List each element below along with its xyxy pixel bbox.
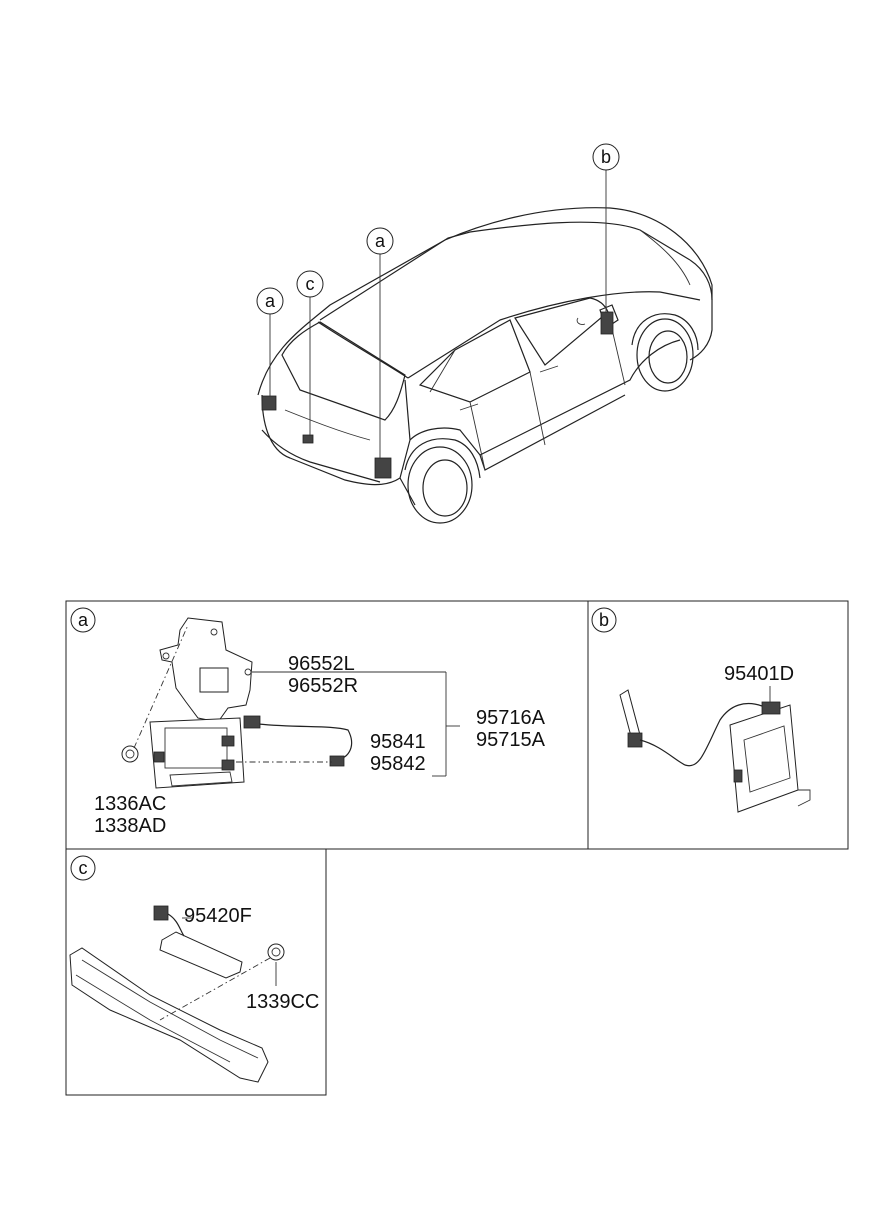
callout-a-left — [256, 287, 284, 315]
panel-c: c 95420F 1339CC — [65, 848, 327, 1096]
part-95716A: 95716A — [476, 707, 546, 729]
callout-b-label: b — [601, 147, 611, 167]
callout-a-right — [366, 227, 394, 255]
sensor-bar — [159, 931, 243, 979]
callout-c — [296, 270, 324, 298]
part-1336AC: 1336AC — [94, 793, 166, 815]
grommet-c — [267, 943, 285, 961]
part-95842: 95842 — [370, 753, 426, 775]
callout-a-right-label: a — [375, 231, 386, 251]
panel-a: a 96552L 96552R 95716A 95715A 95841 — [65, 600, 589, 850]
panel-b: b 95401D — [587, 600, 849, 850]
part-95841: 95841 — [370, 731, 426, 753]
panel-a-tag: a — [78, 610, 89, 630]
bumper-beam — [69, 947, 269, 1083]
callout-a-left-label: a — [265, 291, 276, 311]
camera-cable — [257, 723, 353, 761]
module-cable — [639, 702, 763, 767]
part-1338AD: 1338AD — [94, 815, 166, 837]
panel-b-tag: b — [599, 610, 609, 630]
vehicle-illustration: a c a b — [256, 143, 713, 524]
part-96552L: 96552L — [288, 653, 355, 675]
part-95715A: 95715A — [476, 729, 546, 751]
part-96552R: 96552R — [288, 675, 358, 697]
part-95420F: 95420F — [184, 905, 252, 927]
callout-b — [592, 143, 620, 171]
panel-c-tag: c — [79, 858, 88, 878]
part-95401D: 95401D — [724, 663, 794, 685]
part-1339CC: 1339CC — [246, 991, 319, 1013]
grommet-a — [121, 745, 139, 763]
callout-c-label: c — [306, 274, 315, 294]
camera-garnish — [149, 717, 245, 789]
